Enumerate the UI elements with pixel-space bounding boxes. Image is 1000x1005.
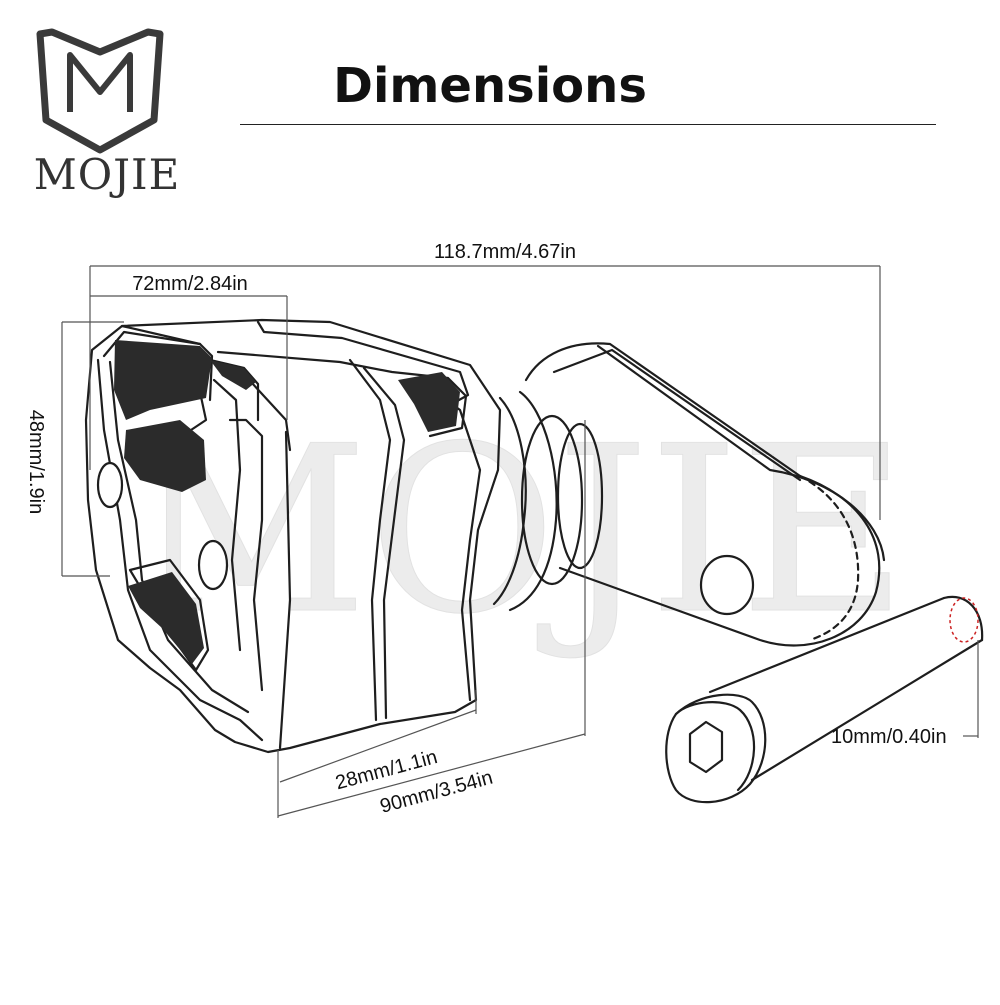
page-title: Dimensions <box>333 58 647 114</box>
bolt-end-marker <box>949 597 979 643</box>
dim-height-label: 48mm/1.9in <box>25 410 47 515</box>
dim-total-length-label: 118.7mm/4.67in <box>434 241 576 263</box>
dimension-lines <box>61 265 979 818</box>
slider-shading <box>114 340 460 664</box>
brand-logo-icon <box>36 28 164 154</box>
frame-slider-body <box>84 318 502 754</box>
title-divider <box>240 124 936 125</box>
bolt-icon <box>665 595 984 804</box>
slider-holes <box>96 461 229 591</box>
dim-bolt-diameter-label: 10mm/0.40in <box>831 726 947 748</box>
dim-slider-length-label: 72mm/2.84in <box>132 273 248 295</box>
brand-name: MOJIE <box>33 150 181 199</box>
spacer-and-bracket <box>492 342 886 647</box>
